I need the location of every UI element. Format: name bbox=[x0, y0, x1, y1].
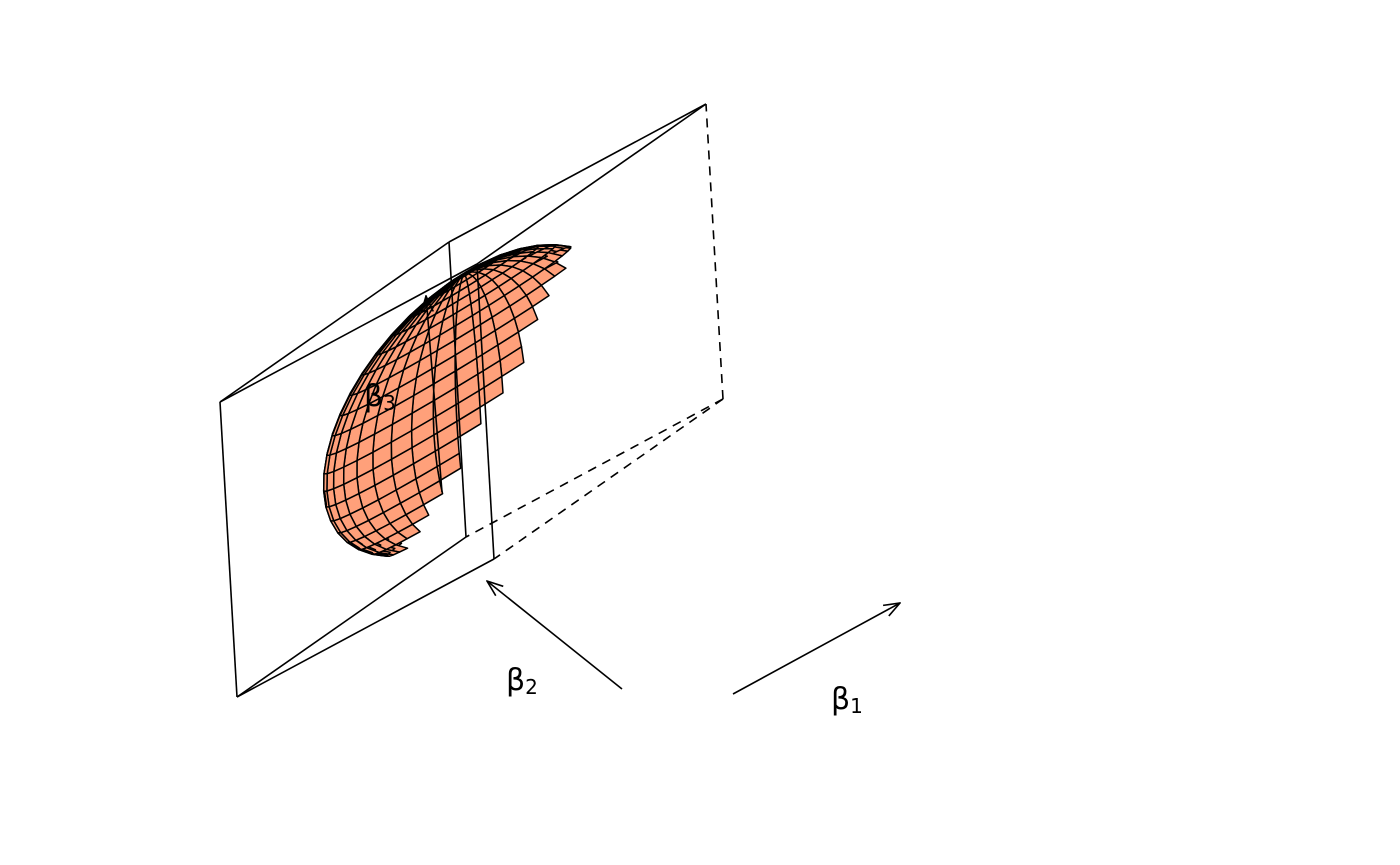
box-edge bbox=[219, 263, 478, 403]
box-edge bbox=[465, 398, 724, 538]
box-edge bbox=[219, 401, 238, 698]
sphere-surface bbox=[322, 243, 572, 558]
box-edge bbox=[448, 103, 707, 243]
box-edge bbox=[448, 241, 467, 538]
axis-label-b3: β3 bbox=[364, 379, 396, 415]
box-hidden-edges bbox=[465, 103, 724, 560]
box-edge bbox=[236, 536, 467, 698]
box-edge bbox=[493, 398, 724, 560]
box-edge bbox=[236, 558, 495, 698]
box-visible-edges bbox=[219, 103, 707, 698]
sphere-facet bbox=[349, 372, 363, 396]
axis-b2-arrow bbox=[487, 581, 623, 690]
sphere-facet bbox=[322, 472, 328, 492]
axis-b1-arrow bbox=[732, 603, 900, 695]
axis-b3-arrow bbox=[426, 296, 443, 493]
axis-label-b1: β1 bbox=[831, 682, 863, 718]
box-edge bbox=[476, 103, 707, 265]
box-edge bbox=[219, 241, 450, 403]
axis-label-b2: β2 bbox=[506, 663, 538, 699]
box-edge bbox=[705, 103, 724, 400]
box-edge bbox=[476, 263, 495, 560]
